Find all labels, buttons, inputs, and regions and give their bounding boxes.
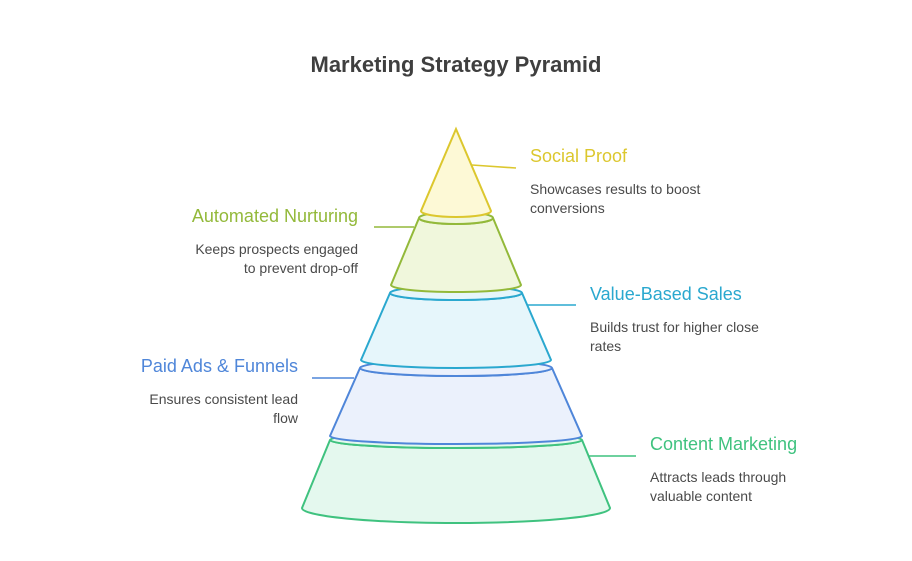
desc-paid-ads-funnels: Ensures consistent lead flow: [149, 391, 298, 426]
tier-content-marketing: [300, 431, 636, 524]
desc-automated-nurturing: Keeps prospects engaged to prevent drop-…: [195, 241, 358, 276]
tier-2-body: [389, 217, 523, 293]
label-automated-nurturing: Automated Nurturing: [191, 206, 358, 226]
diagram-title: Marketing Strategy Pyramid: [310, 52, 602, 77]
tier-value-based-sales: [359, 285, 576, 369]
label-content-marketing: Content Marketing: [650, 434, 798, 454]
label-social-proof: Social Proof: [530, 146, 628, 166]
tier-1-connector: [471, 164, 517, 169]
tier-automated-nurturing: [374, 211, 523, 293]
tier-4-body: [328, 367, 584, 445]
desc-social-proof: Showcases results to boost conversions: [530, 181, 701, 216]
tier-1-body: [419, 126, 493, 218]
label-value-based-sales: Value-Based Sales: [590, 284, 742, 304]
label-paid-ads-funnels: Paid Ads & Funnels: [140, 356, 298, 376]
tier-5-body: [300, 439, 612, 524]
tier-social-proof: [419, 126, 517, 218]
desc-value-based-sales: Builds trust for higher close rates: [590, 319, 759, 354]
tier-3-body: [359, 292, 553, 369]
desc-content-marketing: Attracts leads through valuable content: [650, 469, 787, 504]
tier-paid-ads: [312, 359, 584, 445]
